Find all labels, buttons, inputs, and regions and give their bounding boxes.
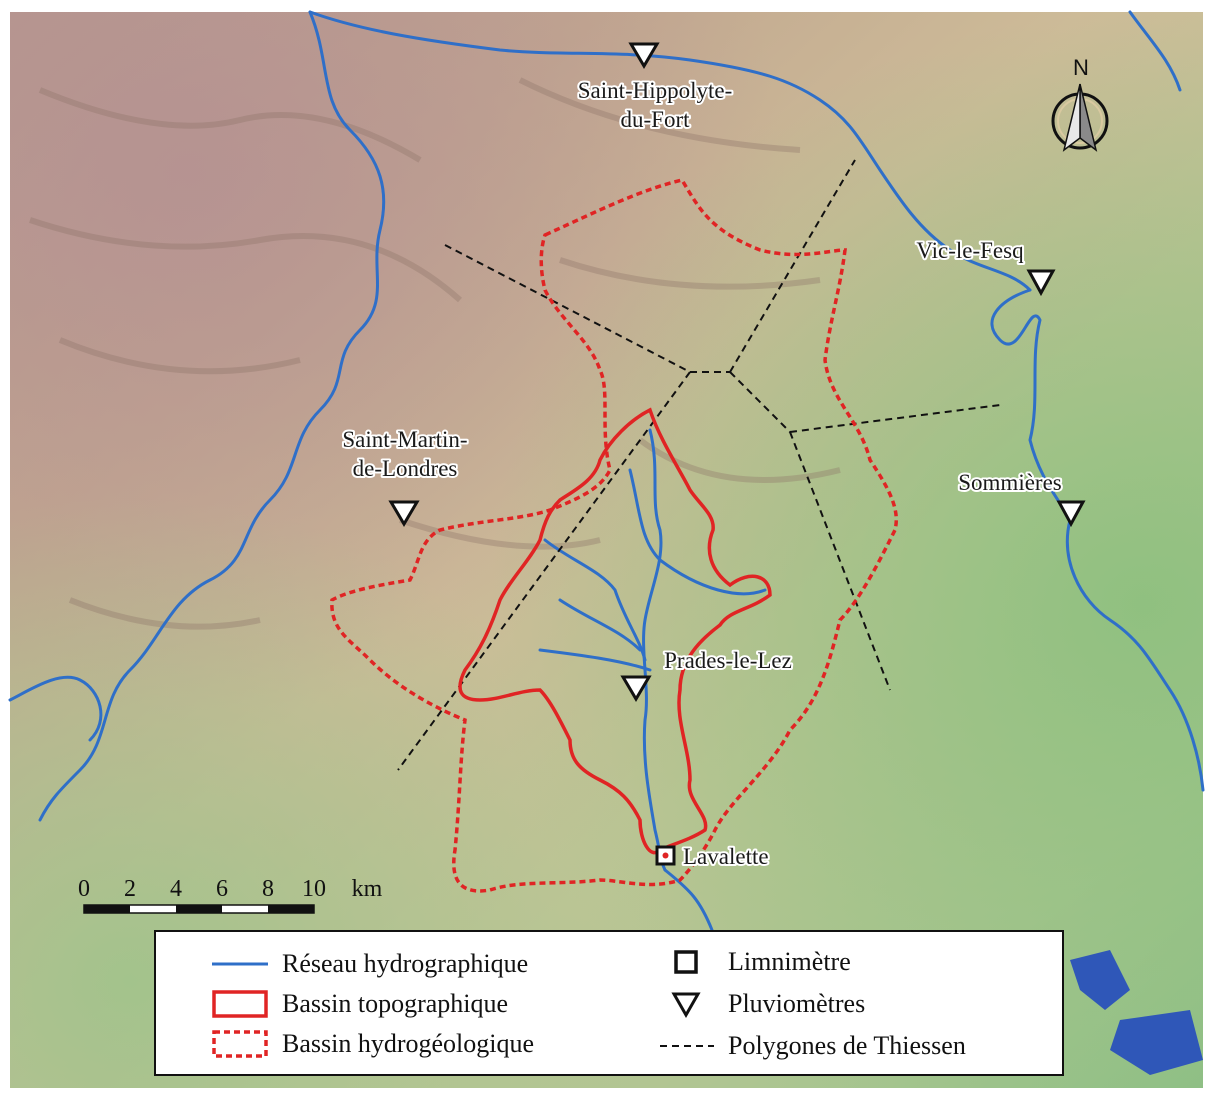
dashed-line-icon (656, 1031, 716, 1061)
thiessen-polygons (397, 159, 1001, 771)
station-label: Vic-le-Fesq (916, 238, 1024, 263)
scale-tick: 10 (302, 876, 326, 902)
river-line-icon (210, 949, 270, 979)
map-legend: Réseau hydrographique Bassin topographiq… (154, 930, 1064, 1076)
legend-label: Bassin hydrogéologique (282, 1029, 535, 1058)
legend-label: Bassin topographique (282, 989, 509, 1018)
relief-shading (29, 77, 841, 630)
solid-box-icon (210, 989, 270, 1019)
scale-tick: 4 (170, 876, 182, 902)
north-arrow-icon: N (1051, 55, 1109, 152)
limnimeter-lavalette: Lavalette (655, 842, 771, 871)
legend-item-rain-gauges: Pluviomètres (656, 984, 865, 1024)
station-label: Saint-Martin- (342, 427, 467, 452)
scale-bar: 0 2 4 6 8 10 km (78, 876, 383, 914)
legend-item-limnimeter: Limnimètre (656, 942, 851, 982)
legend-item-topographic: Bassin topographique (210, 984, 508, 1024)
scale-tick: 8 (262, 876, 274, 902)
lake (1110, 1010, 1203, 1075)
legend-label: Pluviomètres (728, 989, 866, 1018)
triangle-down-icon (656, 989, 716, 1019)
scale-tick: 2 (124, 876, 136, 902)
dashed-box-icon (210, 1029, 270, 1059)
rain-gauge-prades-le-lez: Prades-le-Lez (620, 646, 794, 702)
legend-label: Limnimètre (728, 947, 851, 976)
station-label: du-Fort (621, 107, 691, 132)
station-label: de-Londres (353, 456, 458, 481)
rain-gauge-sommieres: Sommières (956, 468, 1086, 528)
station-label: Saint-Hippolyte- (578, 78, 733, 103)
station-label: Prades-le-Lez (664, 648, 792, 673)
topographic-basin (458, 407, 772, 855)
legend-item-thiessen: Polygones de Thiessen (656, 1026, 966, 1066)
rain-gauge-saint-martin: Saint-Martin- de-Londres (340, 425, 470, 527)
legend-item-river: Réseau hydrographique (210, 944, 528, 984)
square-icon (656, 947, 716, 977)
scale-tick: 0 (78, 876, 90, 902)
station-label: Sommières (958, 470, 1062, 495)
river-network (8, 10, 1205, 932)
scale-tick: 6 (216, 876, 228, 902)
station-label: Lavalette (683, 844, 769, 869)
lake (1070, 950, 1130, 1010)
legend-item-hydrogeological: Bassin hydrogéologique (210, 1024, 534, 1064)
legend-label: Polygones de Thiessen (728, 1031, 966, 1060)
scale-unit: km (352, 876, 383, 902)
rain-gauge-vic-le-fesq: Vic-le-Fesq (914, 236, 1056, 297)
svg-text:N: N (1073, 55, 1089, 80)
legend-label: Réseau hydrographique (282, 949, 529, 978)
rain-gauge-saint-hippolyte: Saint-Hippolyte- du-Fort (576, 42, 734, 134)
